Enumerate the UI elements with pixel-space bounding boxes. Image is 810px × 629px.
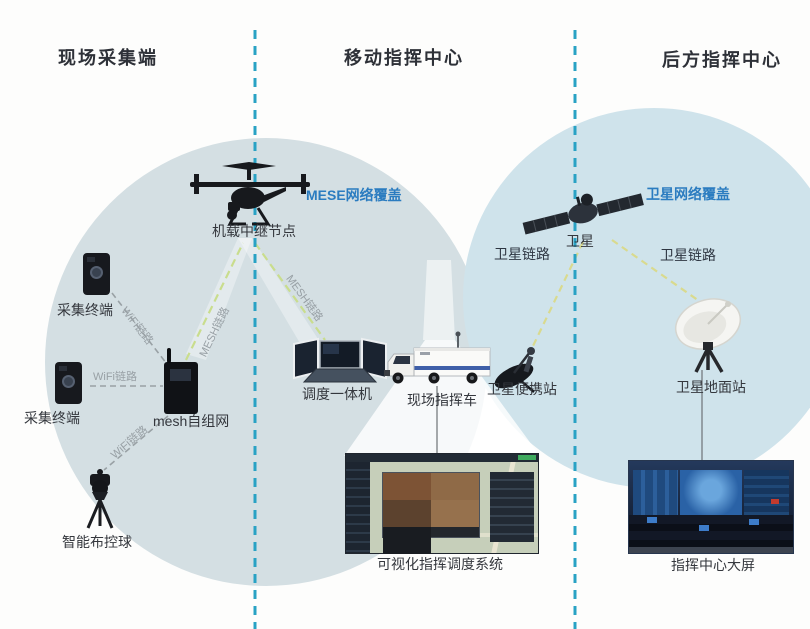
- command-truck-icon: [384, 330, 494, 395]
- photo-console-desks: [629, 515, 793, 547]
- truck-label: 现场指挥车: [407, 392, 477, 408]
- body-camera-icon: [55, 362, 82, 404]
- screenshot-right-panel: [490, 472, 534, 542]
- mese-coverage-label: MESE网络覆盖: [306, 187, 402, 203]
- tripod-camera-icon: [76, 466, 124, 541]
- portable-satellite-label: 卫星便携站: [487, 381, 557, 397]
- command-center-photo: [628, 460, 794, 554]
- screenshot-sidebar: [346, 462, 370, 553]
- big-screen-label: 指挥中心大屏: [671, 557, 755, 573]
- satellite-icon: [518, 183, 648, 246]
- photo-floor: [629, 547, 793, 553]
- ground-station-icon: [670, 294, 750, 381]
- mesh-label: mesh自组网: [153, 413, 230, 429]
- body-camera-icon: [83, 253, 110, 295]
- console-label: 调度一体机: [302, 386, 372, 402]
- screenshot-titlebar: [346, 454, 538, 462]
- drone-icon: [186, 158, 314, 245]
- portable-satellite-icon: [490, 340, 550, 399]
- collector-bottom-label: 采集终端: [24, 410, 80, 426]
- ground-station-label: 卫星地面站: [676, 379, 746, 395]
- mesh-radio-icon: [164, 348, 198, 414]
- dispatch-system-screenshot: [345, 453, 539, 554]
- collector-top-label: 采集终端: [57, 302, 113, 318]
- ball-label: 智能布控球: [62, 534, 132, 550]
- photo-screen-wall: [633, 470, 789, 515]
- satellite-label: 卫星: [566, 233, 594, 249]
- zone-title-mobile: 移动指挥中心: [344, 48, 464, 68]
- dispatch-console-icon: [292, 336, 388, 391]
- drone-label: 机载中继节点: [212, 223, 296, 239]
- zone-title-rear: 后方指挥中心: [662, 50, 782, 70]
- wifi-link-mid-label: WiFi链路: [93, 371, 137, 383]
- screenshot-video-grid: [382, 472, 480, 554]
- satellite-link-right-label: 卫星链路: [660, 247, 716, 263]
- satellite-coverage-circle: [463, 108, 810, 488]
- dispatch-system-label: 可视化指挥调度系统: [377, 556, 503, 572]
- satellite-link-left-label: 卫星链路: [494, 246, 550, 262]
- zone-title-field: 现场采集端: [58, 48, 158, 68]
- screenshot-badge: [518, 455, 536, 460]
- satellite-coverage-label: 卫星网络覆盖: [646, 186, 730, 202]
